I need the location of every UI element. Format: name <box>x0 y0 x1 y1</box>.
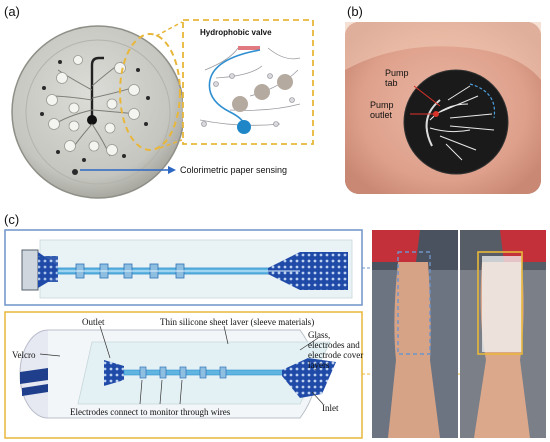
outlet-label: Outlet <box>82 317 105 327</box>
sweat-pump-disc <box>403 69 509 175</box>
zoom-connector-top <box>155 21 183 37</box>
zoom-connector-bottom <box>159 139 183 149</box>
silicone-sleeve-label: Thin silicone sheet laver (sleeve materi… <box>160 317 315 327</box>
colorimetric-arrowhead <box>168 166 176 174</box>
panel-b-photo <box>345 22 541 194</box>
electrodes-wires-label: Electrodes connect to monitor through wi… <box>70 407 231 417</box>
pump-tab-pointer <box>413 85 441 107</box>
forearm-photo-right <box>460 230 546 438</box>
glass-electrode-layers-label: Glass, electrodes and electrode cover la… <box>308 330 364 370</box>
colorimetric-label: Colorimetric paper sensing <box>180 165 288 175</box>
panel-a-letter: (a) <box>4 4 20 19</box>
pump-outlet-point <box>433 111 439 117</box>
sensor-sleeve-view <box>19 329 336 419</box>
pump-outlet-label: Pump outlet <box>370 100 394 120</box>
sensor-top-view <box>21 239 353 299</box>
hydrophobic-valve-mark <box>238 46 260 50</box>
panel-b-letter: (b) <box>347 4 363 19</box>
forearm-photo-left <box>372 230 458 438</box>
panel-c-letter: (c) <box>4 212 20 227</box>
inlet-label: Inlet <box>322 403 339 413</box>
zoom-region-ellipse <box>119 33 181 151</box>
wearable-disc-device <box>11 25 185 199</box>
velcro-label: Velcro <box>12 350 36 360</box>
valve-inset <box>182 19 314 145</box>
sleeve-pointer-lines <box>39 325 324 405</box>
pump-tab-label: Pump tab <box>385 68 409 88</box>
hydrophobic-valve-label: Hydrophobic valve <box>200 28 272 37</box>
